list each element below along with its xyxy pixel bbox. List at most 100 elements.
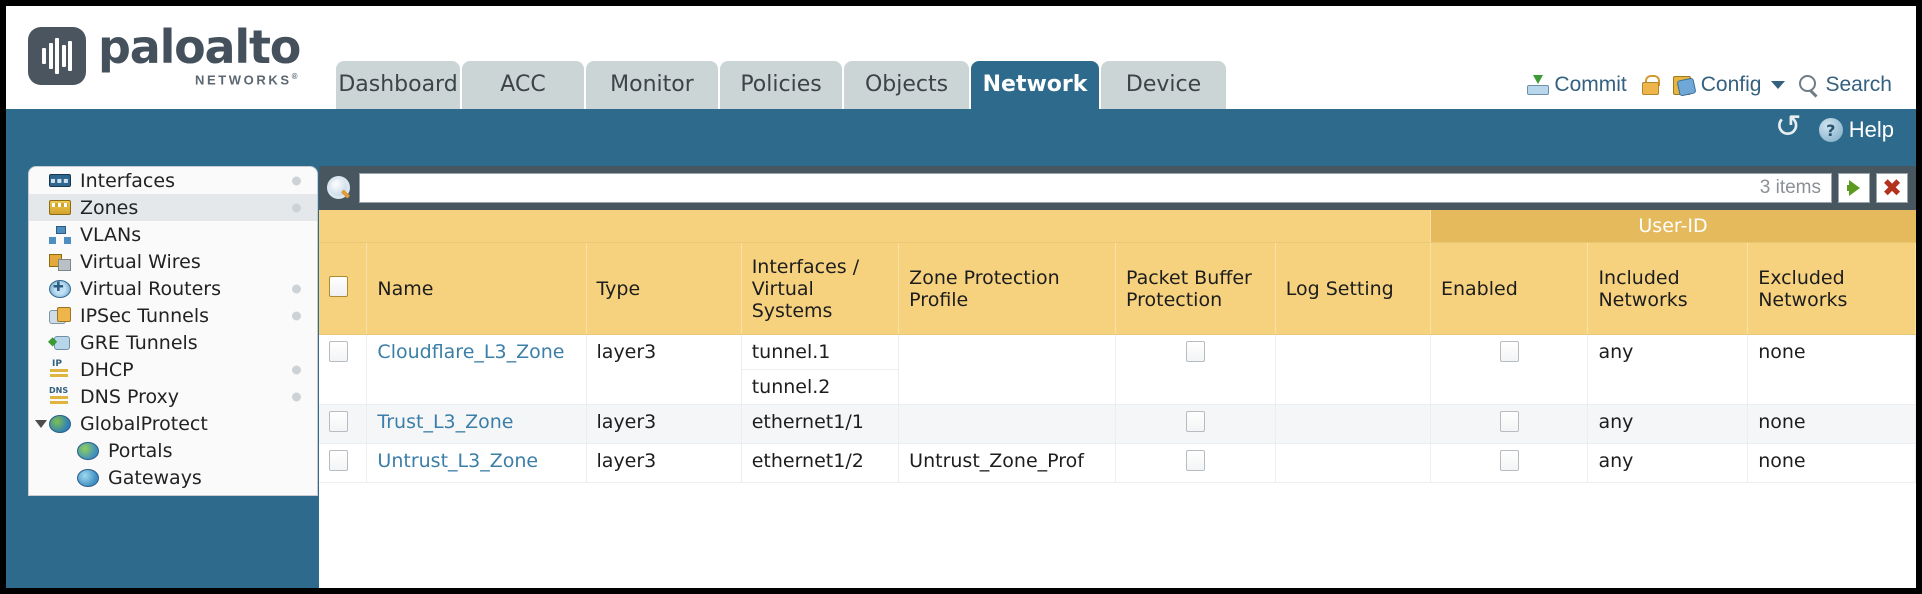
sidebar-item-portals[interactable]: Portals	[29, 437, 317, 464]
userid-enabled-checkbox[interactable]	[1499, 341, 1519, 362]
virtual-wires-icon	[49, 253, 71, 271]
dns-proxy-icon	[49, 386, 71, 406]
dhcp-icon	[49, 359, 71, 379]
sidebar-item-ipsec-tunnels[interactable]: IPSec Tunnels	[29, 302, 317, 329]
column-header-name[interactable]: Name	[366, 242, 587, 335]
table-row[interactable]: Untrust_L3_Zone layer3 ethernet1/2 Untru…	[319, 443, 1916, 483]
excluded-networks-cell: none	[1747, 404, 1916, 444]
sub-header-bar: ? Help	[6, 109, 1916, 166]
zone-name-link[interactable]: Untrust_L3_Zone	[377, 450, 539, 472]
gre-tunnels-icon	[48, 334, 71, 352]
userid-enabled-checkbox[interactable]	[1499, 450, 1519, 471]
page-body: Interfaces Zones VLANs Virtual Wires Vir…	[6, 166, 1916, 588]
tab-device[interactable]: Device	[1101, 61, 1226, 109]
config-wrench-icon	[1672, 75, 1695, 95]
sidebar-item-virtual-routers[interactable]: Virtual Routers	[29, 275, 317, 302]
commit-label: Commit	[1554, 73, 1627, 96]
tab-dashboard[interactable]: Dashboard	[336, 61, 460, 109]
table-row[interactable]: Trust_L3_Zone layer3 ethernet1/1 any	[319, 404, 1916, 444]
status-dot	[292, 176, 301, 185]
zone-interfaces-cell: ethernet1/2	[741, 443, 900, 483]
packet-buffer-protection-cell[interactable]	[1115, 443, 1276, 483]
sidebar-item-gre-tunnels[interactable]: GRE Tunnels	[29, 329, 317, 356]
commit-button[interactable]: Commit	[1526, 73, 1627, 97]
refresh-icon[interactable]	[1775, 110, 1802, 142]
userid-enabled-cell[interactable]	[1430, 443, 1589, 483]
help-icon: ?	[1818, 118, 1843, 142]
column-header-type[interactable]: Type	[586, 242, 742, 335]
tab-acc[interactable]: ACC	[462, 61, 584, 109]
config-lock-button[interactable]	[1641, 75, 1660, 95]
status-dot	[292, 203, 301, 212]
expand-collapse-caret-icon[interactable]	[35, 419, 47, 428]
search-input[interactable]	[360, 174, 1760, 202]
packet-buffer-protection-checkbox[interactable]	[1185, 341, 1205, 362]
sidebar-item-label: Virtual Routers	[80, 277, 221, 300]
search-icon[interactable]	[325, 175, 353, 201]
globalprotect-icon	[49, 414, 71, 433]
tab-network[interactable]: Network	[971, 61, 1099, 109]
config-label: Config	[1700, 73, 1762, 96]
config-menu-button[interactable]: Config	[1672, 73, 1786, 97]
search-button[interactable]: Search	[1799, 73, 1892, 97]
search-field-wrapper[interactable]: 3 items	[359, 173, 1832, 203]
excluded-networks-cell: none	[1747, 334, 1916, 405]
column-header-included-networks[interactable]: Included Networks	[1587, 242, 1749, 335]
column-header-enabled[interactable]: Enabled	[1430, 242, 1589, 335]
table-header-row: Name Type Interfaces / Virtual Systems Z…	[319, 242, 1916, 335]
tab-monitor[interactable]: Monitor	[586, 61, 718, 109]
sidebar-item-gateways[interactable]: Gateways	[29, 464, 317, 491]
sidebar-item-label: Gateways	[108, 466, 202, 489]
row-select-cell[interactable]	[319, 404, 368, 444]
row-select-cell[interactable]	[319, 334, 368, 405]
column-header-interfaces[interactable]: Interfaces / Virtual Systems	[741, 242, 900, 335]
sidebar-item-dhcp[interactable]: DHCP	[29, 356, 317, 383]
search-icon	[1799, 75, 1819, 95]
packet-buffer-protection-checkbox[interactable]	[1185, 450, 1205, 471]
main-nav-tabs: Dashboard ACC Monitor Policies Objects N…	[336, 61, 1226, 109]
column-header-log-setting[interactable]: Log Setting	[1275, 242, 1431, 335]
status-dot	[292, 311, 301, 320]
column-header-excluded-networks[interactable]: Excluded Networks	[1747, 242, 1916, 335]
clear-filter-button[interactable]: ✖	[1876, 173, 1908, 203]
column-header-packet-buffer-protection[interactable]: Packet Buffer Protection	[1115, 242, 1276, 335]
table-row[interactable]: Cloudflare_L3_Zone layer3 tunnel.1 tunne…	[319, 334, 1916, 405]
tab-objects[interactable]: Objects	[844, 61, 969, 109]
userid-enabled-checkbox[interactable]	[1499, 411, 1519, 432]
help-button[interactable]: ? Help	[1818, 117, 1894, 143]
ipsec-tunnels-icon	[49, 306, 71, 325]
help-label: Help	[1848, 117, 1894, 142]
row-checkbox[interactable]	[329, 450, 348, 471]
column-header-zone-protection-profile[interactable]: Zone Protection Profile	[898, 242, 1116, 335]
zones-table-head: User-ID Name Type Interfaces / Virtual S…	[319, 210, 1916, 335]
log-setting-cell	[1275, 404, 1431, 444]
sidebar-item-label: Interfaces	[80, 169, 175, 192]
sidebar-item-virtual-wires[interactable]: Virtual Wires	[29, 248, 317, 275]
userid-enabled-cell[interactable]	[1430, 334, 1589, 405]
brand-subtitle: NETWORKS®	[195, 72, 301, 88]
search-label: Search	[1825, 73, 1892, 96]
select-all-checkbox[interactable]	[329, 275, 348, 297]
tab-policies[interactable]: Policies	[720, 61, 842, 109]
sidebar-item-zones[interactable]: Zones	[29, 194, 317, 221]
sidebar-item-globalprotect[interactable]: GlobalProtect	[29, 410, 317, 437]
zone-type-cell: layer3	[586, 334, 742, 405]
row-checkbox[interactable]	[329, 411, 348, 432]
sidebar-item-vlans[interactable]: VLANs	[29, 221, 317, 248]
sidebar-item-interfaces[interactable]: Interfaces	[29, 167, 317, 194]
row-select-cell[interactable]	[319, 443, 368, 483]
packet-buffer-protection-checkbox[interactable]	[1185, 411, 1205, 432]
zone-name-link[interactable]: Cloudflare_L3_Zone	[377, 341, 565, 363]
sidebar-item-dns-proxy[interactable]: DNS Proxy	[29, 383, 317, 410]
apply-filter-button[interactable]	[1838, 173, 1870, 203]
zone-name-cell[interactable]: Trust_L3_Zone	[366, 404, 587, 444]
zone-name-link[interactable]: Trust_L3_Zone	[377, 411, 514, 433]
zone-name-cell[interactable]: Cloudflare_L3_Zone	[366, 334, 587, 405]
select-all-header[interactable]	[319, 242, 368, 335]
row-checkbox[interactable]	[329, 341, 348, 362]
userid-enabled-cell[interactable]	[1430, 404, 1589, 444]
packet-buffer-protection-cell[interactable]	[1115, 404, 1276, 444]
chevron-down-icon	[1771, 81, 1786, 89]
packet-buffer-protection-cell[interactable]	[1115, 334, 1276, 405]
zone-name-cell[interactable]: Untrust_L3_Zone	[366, 443, 587, 483]
